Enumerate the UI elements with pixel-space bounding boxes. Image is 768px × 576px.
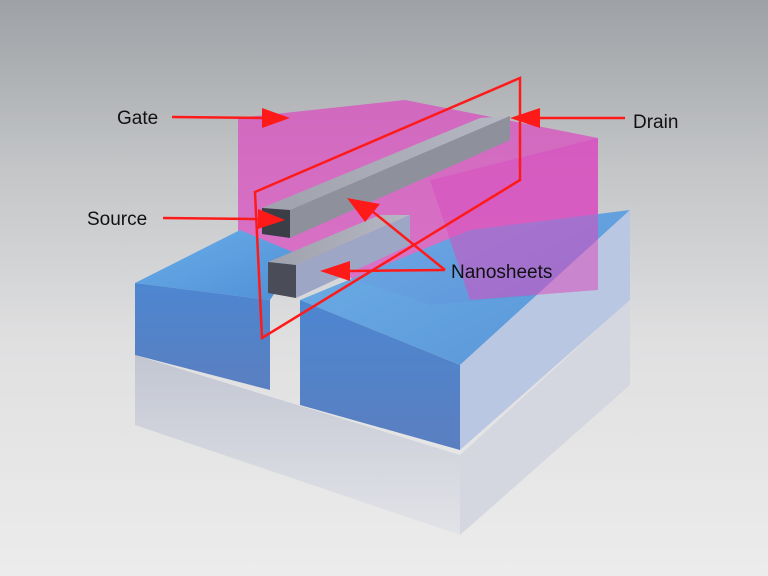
label-drain: Drain: [633, 112, 678, 133]
gate-front-overlay: [430, 138, 598, 300]
annotation-arrows: [162, 108, 625, 281]
label-gate: Gate: [117, 108, 158, 129]
label-source: Source: [87, 209, 147, 230]
base-layer: [135, 300, 630, 535]
label-nanosheets: Nanosheets: [451, 262, 552, 283]
gate-outline: [253, 76, 522, 341]
nanosheet-lower: [268, 215, 410, 298]
